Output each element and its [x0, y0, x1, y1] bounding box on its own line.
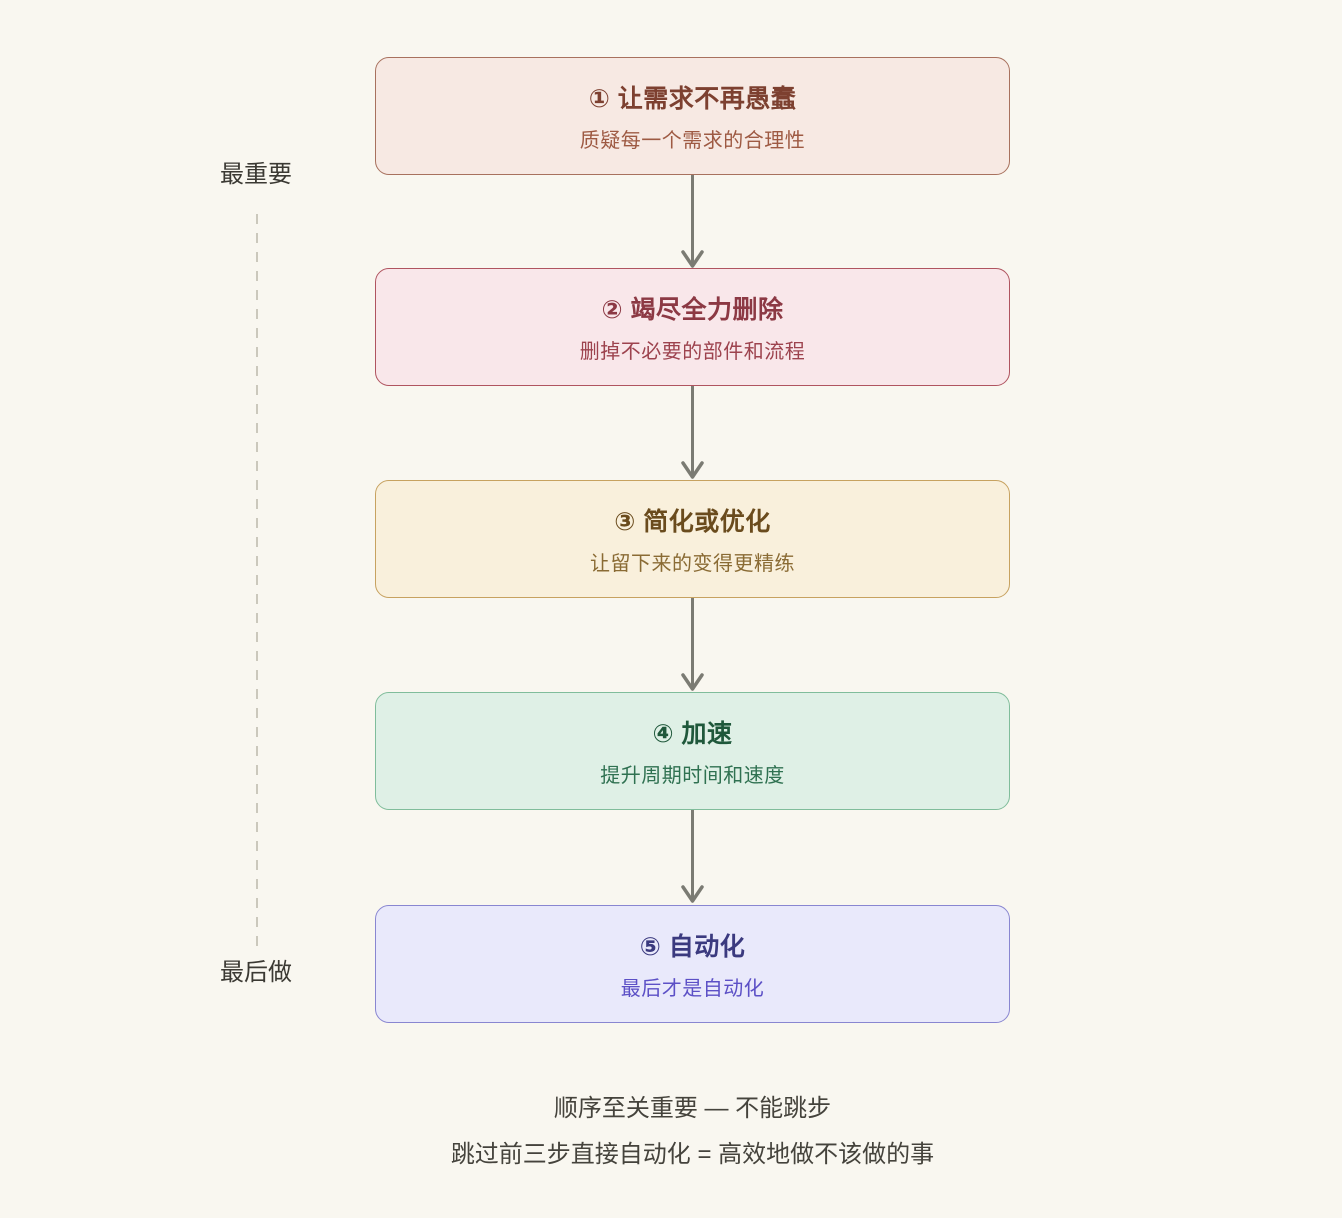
- step-4-subtitle: 提升周期时间和速度: [600, 765, 785, 787]
- step-4-title: ④ 加速: [652, 720, 733, 748]
- step-box-5: ⑤ 自动化 最后才是自动化: [375, 905, 1010, 1023]
- step-3-subtitle: 让留下来的变得更精练: [590, 553, 795, 575]
- flow-arrow-4: [681, 810, 704, 903]
- step-2-title: ② 竭尽全力删除: [601, 296, 784, 324]
- flow-arrow-1: [681, 175, 704, 268]
- step-2-subtitle: 删掉不必要的部件和流程: [579, 341, 806, 363]
- footer-note-line1: 顺序至关重要 — 不能跳步: [553, 1095, 832, 1122]
- step-1-title: ① 让需求不再愚蠢: [588, 85, 797, 113]
- priority-label-top: 最重要: [220, 161, 292, 188]
- step-box-4: ④ 加速 提升周期时间和速度: [375, 692, 1010, 810]
- priority-label-bottom: 最后做: [220, 959, 292, 986]
- step-5-subtitle: 最后才是自动化: [620, 978, 765, 1000]
- flow-arrow-3: [681, 598, 704, 691]
- step-3-title: ③ 简化或优化: [614, 508, 771, 536]
- step-box-1: ① 让需求不再愚蠢 质疑每一个需求的合理性: [375, 57, 1010, 175]
- flow-arrow-2: [681, 386, 704, 479]
- footer-note: 顺序至关重要 — 不能跳步 跳过前三步直接自动化 = 高效地做不该做的事: [375, 1086, 1010, 1178]
- step-box-3: ③ 简化或优化 让留下来的变得更精练: [375, 480, 1010, 598]
- step-1-subtitle: 质疑每一个需求的合理性: [579, 130, 806, 152]
- footer-note-line2: 跳过前三步直接自动化 = 高效地做不该做的事: [450, 1141, 935, 1168]
- step-box-2: ② 竭尽全力删除 删掉不必要的部件和流程: [375, 268, 1010, 386]
- step-5-title: ⑤ 自动化: [639, 933, 746, 961]
- priority-dashed-line: [256, 214, 258, 946]
